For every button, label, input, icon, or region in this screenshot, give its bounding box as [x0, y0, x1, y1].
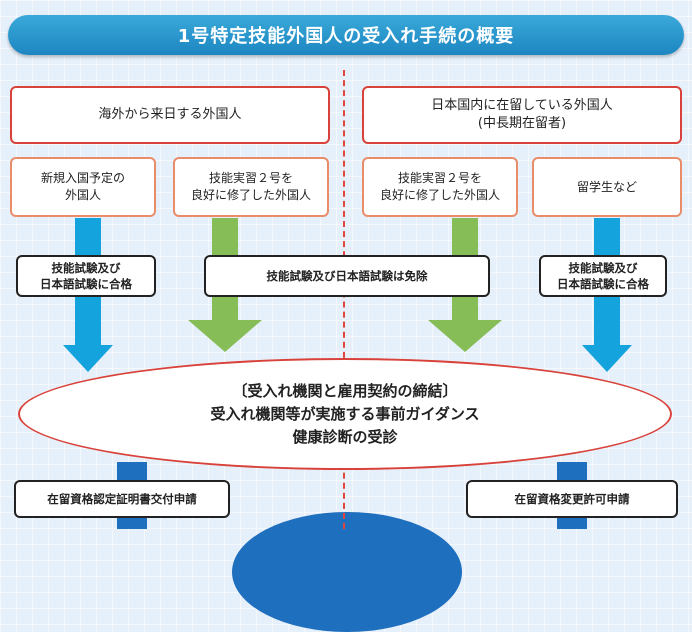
overseas-foreigners-header: 海外から来日する外国人	[10, 86, 330, 144]
domestic-foreigners-header: 日本国内に在留している外国人 (中長期在留者)	[362, 86, 682, 144]
trainee-completed-domestic-box: 技能実習２号を 良好に修了した外国人	[362, 157, 518, 217]
students-box: 留学生など	[532, 157, 682, 217]
coe-application-box: 在留資格認定証明書交付申請	[14, 480, 230, 518]
trainee-completed-overseas-box: 技能実習２号を 良好に修了した外国人	[173, 157, 329, 217]
domestic-header-line2: (中長期在留者)	[477, 116, 567, 131]
guidance-line: 受入れ機関等が実施する事前ガイダンス	[210, 404, 480, 423]
domestic-header-line1: 日本国内に在留している外国人	[431, 98, 613, 113]
health-check-line: 健康診断の受診	[292, 427, 398, 446]
contract-line: 〔受入れ機関と雇用契約の締結〕	[232, 381, 458, 400]
exam-pass-right: 技能試験及び 日本語試験に合格	[539, 255, 667, 297]
bottom-status-circle	[232, 512, 462, 632]
group-divider	[343, 70, 345, 529]
page-title: 1号特定技能外国人の受入れ手続の概要	[8, 15, 684, 55]
exam-exempt-box: 技能試験及び日本語試験は免除	[204, 255, 490, 297]
new-entrant-box: 新規入国予定の 外国人	[10, 157, 156, 217]
status-change-application-box: 在留資格変更許可申請	[466, 480, 678, 518]
contract-guidance-ellipse: 〔受入れ機関と雇用契約の締結〕 受入れ機関等が実施する事前ガイダンス 健康診断の…	[18, 358, 672, 470]
exam-pass-left: 技能試験及び 日本語試験に合格	[16, 255, 156, 297]
